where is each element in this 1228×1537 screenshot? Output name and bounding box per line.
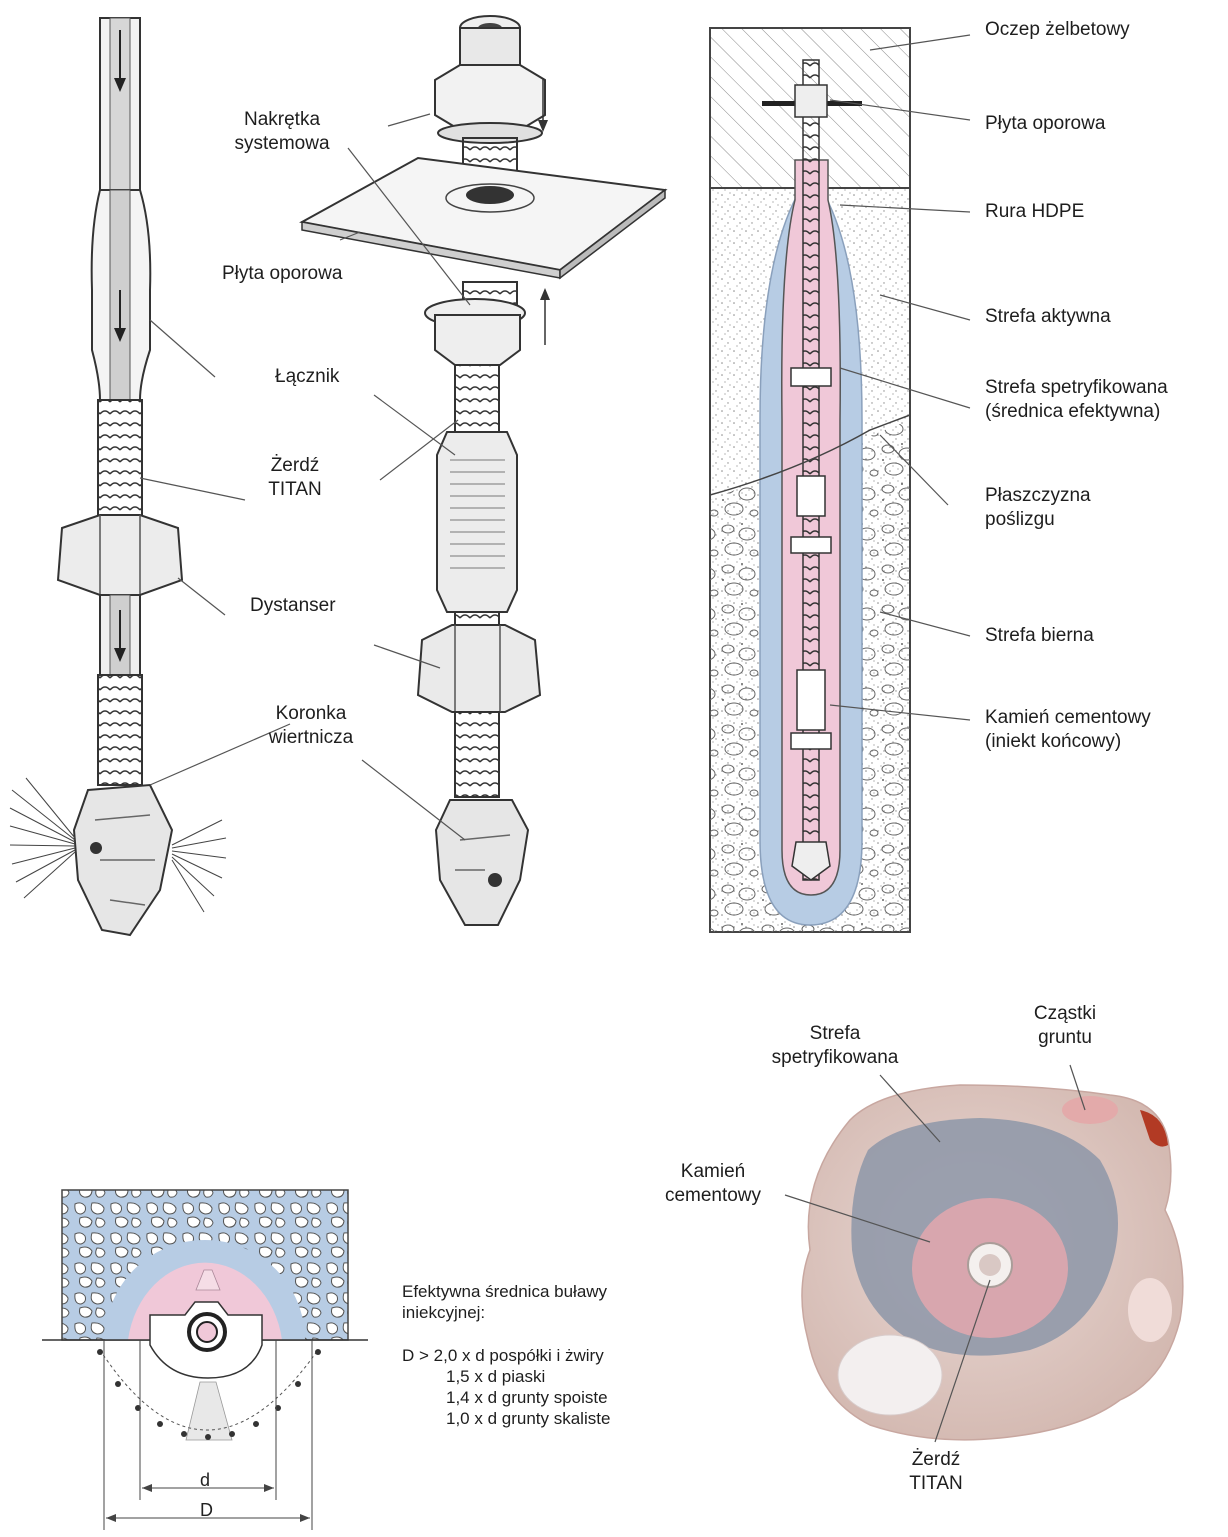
formula-row: 1,0 x d grunty skaliste xyxy=(402,1408,610,1429)
soil-section xyxy=(710,28,910,932)
label-photo-kamien-line1: Kamień xyxy=(628,1160,798,1184)
core-sample-photo xyxy=(802,1085,1183,1440)
label-photo-strefa-line1: Strefa xyxy=(740,1022,930,1046)
label-strefa-aktywna: Strefa aktywna xyxy=(985,305,1111,329)
formula-row: 1,4 x d grunty spoiste xyxy=(402,1387,610,1408)
label-lacznik: Łącznik xyxy=(275,365,339,389)
label-photo-zerdz-line2: TITAN xyxy=(893,1472,979,1496)
label-spetryfikowana-line2: (średnica efektywna) xyxy=(985,400,1168,424)
label-zerdz-line2: TITAN xyxy=(263,478,327,502)
label-rura-hdpe: Rura HDPE xyxy=(985,200,1084,224)
bulb-formula: Efektywna średnica buławy iniekcyjnej: D… xyxy=(402,1281,610,1429)
label-oczep: Oczep żelbetowy xyxy=(985,18,1130,42)
label-photo-strefa-line2: spetryfikowana xyxy=(740,1046,930,1070)
label-plyta-oporowa-middle: Płyta oporowa xyxy=(222,262,342,286)
label-photo-czastki: Cząstki gruntu xyxy=(1010,1002,1120,1050)
label-photo-kamien: Kamień cementowy xyxy=(628,1160,798,1208)
dim-label-D: D xyxy=(200,1500,213,1521)
label-plyta-oporowa-right: Płyta oporowa xyxy=(985,112,1105,136)
label-kamien-line1: Kamień cementowy xyxy=(985,706,1151,730)
label-plaszczyzna-line1: Płaszczyzna xyxy=(985,484,1091,508)
label-photo-strefa: Strefa spetryfikowana xyxy=(740,1022,930,1070)
label-photo-czastki-line1: Cząstki xyxy=(1010,1002,1120,1026)
label-nakretka-line2: systemowa xyxy=(212,132,352,156)
label-photo-czastki-line2: gruntu xyxy=(1010,1026,1120,1050)
left-anchor-assembly xyxy=(10,18,226,935)
formula-title-line2: iniekcyjnej: xyxy=(402,1302,610,1323)
label-kamien-cementowy-right: Kamień cementowy (iniekt końcowy) xyxy=(985,706,1151,754)
label-photo-kamien-line2: cementowy xyxy=(628,1184,798,1208)
label-koronka-line2: wiertnicza xyxy=(245,726,377,750)
middle-anchor-assembly xyxy=(302,16,665,925)
label-strefa-bierna: Strefa bierna xyxy=(985,624,1094,648)
label-plaszczyzna: Płaszczyzna poślizgu xyxy=(985,484,1091,532)
dim-label-d: d xyxy=(200,1470,210,1491)
label-strefa-spetryfikowana: Strefa spetryfikowana (średnica efektywn… xyxy=(985,376,1168,424)
formula-row: D > 2,0 x d pospółki i żwiry xyxy=(402,1345,610,1366)
label-dystanser: Dystanser xyxy=(250,594,336,618)
label-photo-zerdz-line1: Żerdź xyxy=(893,1448,979,1472)
label-nakretka: Nakrętka systemowa xyxy=(212,108,352,156)
label-kamien-line2: (iniekt końcowy) xyxy=(985,730,1151,754)
label-spetryfikowana-line1: Strefa spetryfikowana xyxy=(985,376,1168,400)
label-nakretka-line1: Nakrętka xyxy=(212,108,352,132)
label-koronka: Koronka wiertnicza xyxy=(245,702,377,750)
label-zerdz-line1: Żerdź xyxy=(263,454,327,478)
formula-title-line1: Efektywna średnica buławy xyxy=(402,1281,610,1302)
formula-row: 1,5 x d piaski xyxy=(402,1366,610,1387)
label-photo-zerdz: Żerdź TITAN xyxy=(893,1448,979,1496)
label-plaszczyzna-line2: poślizgu xyxy=(985,508,1091,532)
label-koronka-line1: Koronka xyxy=(245,702,377,726)
label-zerdz-titan: Żerdź TITAN xyxy=(263,454,327,502)
